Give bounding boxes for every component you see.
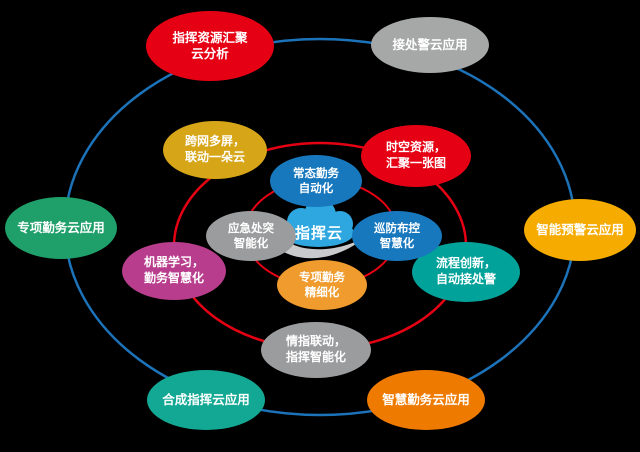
node-smart-duty-cloud-app: 智慧勤务云应用: [367, 370, 485, 430]
node-label: 智能预警云应用: [536, 221, 624, 237]
node-label: 情指联动， 指挥智能化: [285, 334, 346, 364]
node-spatiotemporal-resources: 时空资源， 汇聚一张图: [361, 125, 471, 187]
node-label: 时空资源， 汇聚一张图: [385, 140, 446, 170]
node-synthetic-command-cloud-app: 合成指挥云应用: [147, 370, 265, 430]
node-intelligent-warning-cloud-app: 智能预警云应用: [524, 199, 636, 261]
node-label: 常态勤务 自动化: [293, 166, 339, 195]
node-command-resource-cloud-analysis: 指挥资源汇聚 云分析: [146, 11, 274, 81]
node-intel-command-linkage: 情指联动， 指挥智能化: [261, 322, 371, 378]
node-emergency-response-intelligence: 应急处突 智能化: [206, 211, 296, 261]
command-cloud-label: 指挥云: [294, 224, 343, 242]
node-label: 合成指挥云应用: [162, 391, 250, 407]
node-special-duty-cloud-app: 专项勤务云应用: [5, 197, 117, 259]
node-label: 跨网多屏， 联动一朵云: [184, 134, 245, 164]
node-alarm-handling-cloud-app: 接处警云应用: [371, 17, 489, 73]
node-label: 接处警云应用: [392, 36, 468, 52]
node-label: 应急处突 智能化: [228, 221, 274, 250]
node-label: 流程创新， 自动接处警: [435, 256, 496, 286]
node-label: 专项勤务 精细化: [299, 270, 345, 299]
node-label: 巡防布控 智慧化: [374, 221, 420, 250]
node-label: 指挥资源汇聚 云分析: [172, 29, 248, 61]
node-machine-learning: 机器学习， 勤务智慧化: [122, 242, 226, 300]
node-special-duty-refinement: 专项勤务 精细化: [277, 260, 367, 310]
node-label: 智慧勤务云应用: [382, 391, 470, 407]
node-patrol-control-wisdom: 巡防布控 智慧化: [352, 211, 442, 261]
node-label: 机器学习， 勤务智慧化: [143, 255, 204, 285]
node-label: 专项勤务云应用: [17, 219, 105, 235]
node-cross-network-multi-screen: 跨网多屏， 联动一朵云: [163, 121, 267, 179]
cloud-swoosh-icon: [274, 230, 374, 259]
node-normal-duty-automation: 常态勤务 自动化: [270, 155, 362, 207]
